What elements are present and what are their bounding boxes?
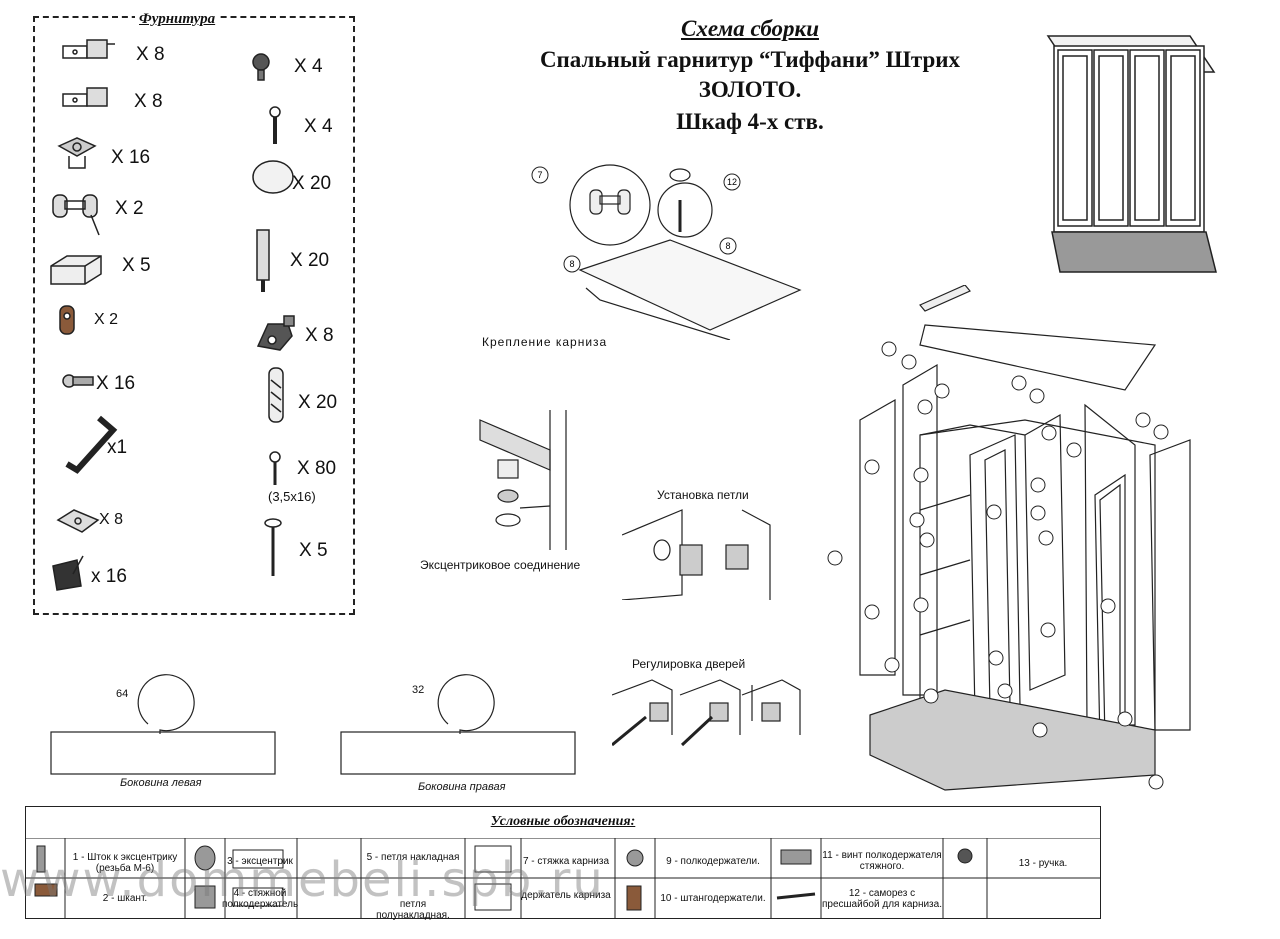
legend-item-3: 3 - эксцентрик xyxy=(227,856,293,867)
cornice-coupler-icon xyxy=(52,194,100,236)
qty-bolt: X 16 xyxy=(96,373,136,394)
qty-knob: X 4 xyxy=(294,56,323,77)
callout-8b: 8 xyxy=(725,241,730,251)
hex-key-icon xyxy=(65,415,118,474)
legend-item-12: 12 - саморез с пресшайбой для карниза. xyxy=(822,888,942,910)
eccentric-caption: Эксцентриковое соединение xyxy=(420,558,581,572)
screw-icon xyxy=(780,849,812,865)
corner-bracket-icon xyxy=(52,555,84,591)
screw-size-note: (3,5x16) xyxy=(268,489,316,504)
qty-eccentric-rod: X 20 xyxy=(290,250,330,271)
side-right-caption: Боковина правая xyxy=(418,781,506,793)
qty-screw-short: X 4 xyxy=(304,116,333,137)
screw-washer-icon xyxy=(776,892,816,900)
knob-icon xyxy=(957,848,973,864)
qty-cap: X 20 xyxy=(292,173,332,194)
doors-adjust-detail xyxy=(612,679,801,747)
callout-12: 12 xyxy=(727,177,737,187)
diagram-title: Схема сборки xyxy=(680,16,819,41)
cornice-caption: Крепление карниза xyxy=(482,335,608,349)
cornice-detail: 7 8 12 8 xyxy=(531,164,802,340)
rail-holder-block-icon xyxy=(50,255,102,285)
qty-hinge-half-overlay: X 8 xyxy=(134,91,163,112)
hinge-detail xyxy=(622,509,771,600)
hardware-heading: Фурнитура xyxy=(135,11,220,28)
dowel-icon xyxy=(34,883,58,897)
side-right-dim: 32 xyxy=(412,684,425,696)
legend-item-10: 10 - штангодержатели. xyxy=(660,893,766,904)
hardware-icons xyxy=(50,39,295,591)
hinge-overlay-icon xyxy=(62,39,115,59)
knob-icon xyxy=(252,53,270,81)
legend-item-8: держатель карниза xyxy=(521,890,611,901)
callout-8a: 8 xyxy=(569,259,574,269)
legend-item-6: петля полунакладная. xyxy=(376,899,450,921)
eccentric-rod-icon xyxy=(256,229,270,292)
screw-washer-icon xyxy=(264,518,282,576)
dowel-icon xyxy=(268,367,284,423)
product-type: Шкаф 4-х ств. xyxy=(676,109,824,134)
product-finish: ЗОЛОТО. xyxy=(698,77,802,102)
legend-grid xyxy=(25,838,1101,919)
screw-short-icon xyxy=(269,106,281,144)
qty-rod-holder: X 2 xyxy=(94,311,119,328)
qty-plate: X 8 xyxy=(99,511,124,528)
side-panel-left xyxy=(50,674,276,775)
rod-holder-icon xyxy=(626,885,642,911)
qty-screw-washer: X 5 xyxy=(299,540,328,561)
screw-icon xyxy=(269,451,281,485)
bolt-icon xyxy=(62,374,94,388)
callout-7: 7 xyxy=(537,170,542,180)
qty-dowel: X 20 xyxy=(298,392,338,413)
shelf-support-icon xyxy=(57,137,97,169)
side-left-dim: 64 xyxy=(116,688,129,700)
legend-item-9: 9 - полкодержатели. xyxy=(666,856,760,867)
shelf-pin-icon xyxy=(626,849,644,867)
product-name: Спальный гарнитур “Тиффани” Штрих xyxy=(539,47,961,72)
qty-hex-key: x1 xyxy=(107,437,128,458)
eccentric-icon xyxy=(194,845,216,871)
legend-item-5: 5 - петля накладная xyxy=(366,852,460,863)
legend-item-2: 2 - шкант. xyxy=(102,893,148,904)
cap-icon xyxy=(252,160,294,194)
doors-caption: Регулировка дверей xyxy=(632,657,746,671)
qty-screw: X 80 xyxy=(297,458,337,479)
side-left-caption: Боковина левая xyxy=(120,777,202,789)
site-watermark: www.dommebeli.spb.ru xyxy=(0,852,605,908)
legend-title: Условные обозначения: xyxy=(490,814,636,829)
cornice-coupler-icon xyxy=(474,845,512,873)
wardrobe-preview xyxy=(1046,35,1217,273)
shelf-holder-icon xyxy=(256,315,295,351)
hinge-icon xyxy=(232,849,284,869)
qty-rail-holder: X 5 xyxy=(122,255,151,276)
rod-holder-icon xyxy=(59,305,75,335)
hinge-caption: Установка петли xyxy=(657,488,749,502)
hinge-half-icon xyxy=(232,887,284,907)
plate-icon xyxy=(56,509,100,533)
shelf-support-icon xyxy=(194,885,216,909)
side-panel-right xyxy=(340,674,576,775)
legend-table xyxy=(25,806,1101,919)
hinge-half-overlay-icon xyxy=(62,87,108,107)
qty-shelf-holder: X 8 xyxy=(305,325,334,346)
rod-icon xyxy=(36,845,46,873)
legend-item-1: 1 - Шток к эксцентрику (резьба М-6) xyxy=(72,852,178,874)
qty-cornice-coupler: X 2 xyxy=(115,198,144,219)
cornice-holder-icon xyxy=(474,883,512,911)
exploded-assembly xyxy=(827,285,1191,791)
legend-item-11: 11 - винт полкодержателя стяжного. xyxy=(822,850,942,872)
legend-item-13: 13 - ручка. xyxy=(1018,858,1068,869)
legend-item-4: 4 - стяжной полкодержатель xyxy=(222,888,299,910)
eccentric-detail xyxy=(479,410,567,550)
qty-hinge-overlay: X 8 xyxy=(136,44,165,65)
legend-item-7: 7 - стяжка карниза xyxy=(522,856,610,867)
qty-shelf-support: X 16 xyxy=(111,147,151,168)
qty-corner-bracket: x 16 xyxy=(91,566,127,587)
